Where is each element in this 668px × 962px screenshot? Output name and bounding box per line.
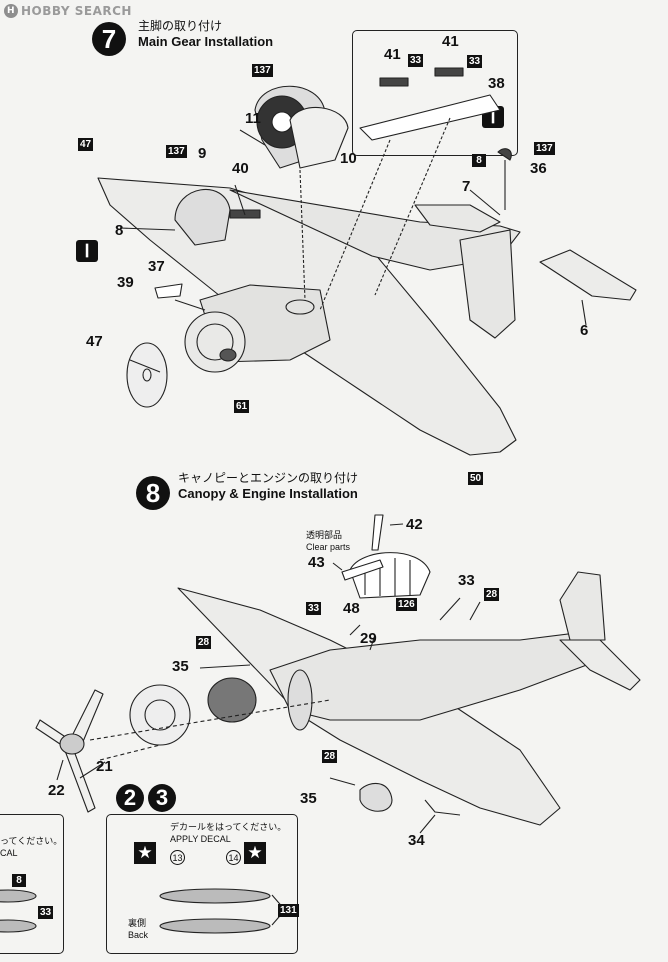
left-fragment-badge-8: 8 [12,874,26,887]
badge-47: 47 [78,138,94,151]
part-label-48: 48 [343,600,360,617]
part-34 [424,799,461,816]
decal-back-jp: 裏側 [128,918,147,928]
part-label-21: 21 [96,758,113,775]
part-label-35-upper: 35 [172,658,189,675]
decal-number-14: 14 [226,850,241,865]
part-label-41a: 41 [384,46,401,63]
step-7-title: 主脚の取り付け Main Gear Installation [138,18,273,50]
gear-well [285,299,315,315]
part-label-35-lower: 35 [300,790,317,807]
tail-plane-left [414,204,501,233]
step-8-number: 8 [136,476,170,510]
badge-137-tire: 137 [252,64,273,77]
left-fragment-jp: ってください。 [0,836,63,846]
decal-apply-en: APPLY DECAL [170,834,231,844]
clear-parts-jp: 透明部品 [306,530,343,540]
part-label-7: 7 [462,178,471,195]
part-label-29: 29 [360,630,377,647]
part-label-6: 6 [580,322,589,339]
part-41-right [434,67,464,77]
decal-back-en: Back [128,930,149,940]
step-7-side-marker: Ⅰ [76,240,98,262]
part-label-10: 10 [340,150,357,167]
step-8-title-jp: キャノピーとエンジンの取り付け [178,471,359,485]
watermark-text: HOBBY SEARCH [21,4,132,18]
decal-apply-jp: デカールをはってください。 [170,822,287,832]
left-fragment-en: CAL [0,848,18,858]
cowling-inner [196,323,234,361]
badge-8: 8 [472,154,486,167]
wheel-step8 [359,782,393,812]
badge-28-left: 28 [196,636,212,649]
clear-parts-en: Clear parts [306,542,351,552]
left-fragment-box [0,814,64,954]
part-41-left [379,77,409,87]
badge-126: 126 [396,598,417,611]
step-7-title-jp: 主脚の取り付け [138,19,223,33]
part-42 [371,514,384,551]
firewall-step8 [287,669,313,731]
spinner-plate-47 [126,342,168,408]
logo-icon: H [4,4,18,18]
decal-step-number-3: 3 [148,784,176,812]
left-fragment-badge-33: 33 [38,906,54,919]
decal-number-13: 13 [170,850,185,865]
gear-cover-9 [174,188,231,246]
part-label-37: 37 [148,258,165,275]
decal-box [106,814,298,954]
part-label-36: 36 [530,160,547,177]
badge-137-cover: 137 [166,145,187,158]
part-label-42: 42 [406,516,423,533]
part-label-39: 39 [117,274,134,291]
step-7-inset-box [352,30,518,156]
cowling-front [184,311,246,373]
cowling-step8 [129,684,191,746]
canopy-frame [349,552,431,599]
hinomaru-star-left-icon: ★ [134,842,156,864]
badge-33-left: 33 [408,54,424,67]
step-7-title-en: Main Gear Installation [138,34,274,49]
part-label-33: 33 [458,572,475,589]
badge-28-lower: 28 [322,750,338,763]
part-label-47: 47 [86,333,103,350]
stab-step8 [559,639,641,691]
propeller-blade-decal-front [159,888,271,904]
part-39 [154,283,183,299]
badge-28-right: 28 [484,588,500,601]
badge-33-right: 33 [467,55,483,68]
strut-38 [359,94,501,141]
part-label-9: 9 [198,145,207,162]
badge-137-antenna: 137 [534,142,555,155]
tail-fin [459,229,516,339]
part-label-8: 8 [115,222,124,239]
part-label-22: 22 [48,782,65,799]
engine-step8 [207,677,257,723]
step-7-number: 7 [92,22,126,56]
part-label-43: 43 [308,554,325,571]
watermark: H HOBBY SEARCH [4,4,132,18]
step-8-title: キャノピーとエンジンの取り付け Canopy & Engine Installa… [178,470,358,502]
tail-plane-right-6 [539,249,637,301]
badge-50: 50 [468,472,484,485]
part-label-11: 11 [245,110,261,127]
hinomaru-star-right-icon: ★ [244,842,266,864]
gear-door-10 [289,107,349,169]
part-label-34: 34 [408,832,425,849]
part-43 [341,559,384,581]
badge-61: 61 [234,400,250,413]
part-label-40: 40 [232,160,249,177]
badge-33-step8: 33 [306,602,322,615]
tail-step8 [559,571,606,641]
part-label-38: 38 [488,75,505,92]
step-8-title-en: Canopy & Engine Installation [178,486,358,501]
propeller-blade-decal-back [159,918,271,934]
part-label-41b: 41 [442,33,459,50]
badge-131: 131 [278,904,299,917]
decal-step-number-2: 2 [116,784,144,812]
